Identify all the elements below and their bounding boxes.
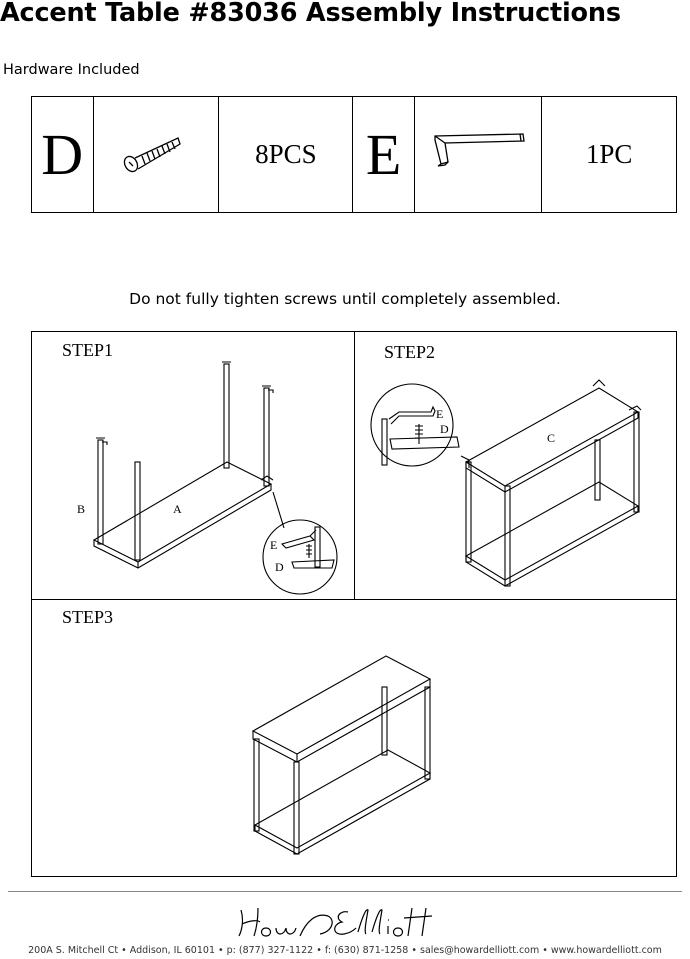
step-divider xyxy=(354,332,355,599)
hardware-qty-cell: 1PC xyxy=(541,96,677,213)
step2-illustration: E D C xyxy=(370,379,642,587)
step-divider xyxy=(32,599,676,600)
page-title: Accent Table #83036 Assembly Instruction… xyxy=(0,0,621,28)
step2-callout: E xyxy=(436,407,443,421)
step2-label: STEP2 xyxy=(384,342,436,362)
hardware-image-cell xyxy=(92,96,220,213)
footer-divider xyxy=(8,891,682,892)
hardware-letter-cell: D xyxy=(31,96,94,213)
step1-callout: B xyxy=(77,502,85,516)
hardware-qty-cell: 8PCS xyxy=(218,96,354,213)
hardware-letter: D xyxy=(41,121,84,187)
step3-illustration xyxy=(251,655,432,855)
step2-callout: C xyxy=(547,431,555,445)
company-address: 200A S. Mitchell Ct • Addison, IL 60101 … xyxy=(28,945,662,956)
assembly-notice: Do not fully tighten screws until comple… xyxy=(129,290,561,308)
hardware-row: D 8PCS E 1PC xyxy=(31,96,677,213)
hardware-letter: E xyxy=(365,121,402,187)
hardware-quantity: 8PCS xyxy=(255,139,317,169)
step3-label: STEP3 xyxy=(62,607,114,627)
step2-callout: D xyxy=(440,422,449,436)
step1-callout: D xyxy=(275,560,284,574)
brand-signature-logo xyxy=(238,907,433,937)
hardware-table: D 8PCS E 1PC xyxy=(31,96,677,213)
hardware-image-cell xyxy=(413,96,543,213)
step1-label: STEP1 xyxy=(62,340,114,360)
steps-panel: STEP1 B A E D xyxy=(31,331,677,877)
step1-callout: A xyxy=(173,502,182,516)
step1-callout: E xyxy=(270,538,277,552)
screw-icon xyxy=(123,136,181,172)
hardware-letter-cell: E xyxy=(352,96,415,213)
step1-illustration: B A E D xyxy=(77,361,338,595)
hardware-quantity: 1PC xyxy=(585,139,633,169)
hardware-label: Hardware Included xyxy=(3,62,140,78)
allen-key-icon xyxy=(434,132,525,167)
